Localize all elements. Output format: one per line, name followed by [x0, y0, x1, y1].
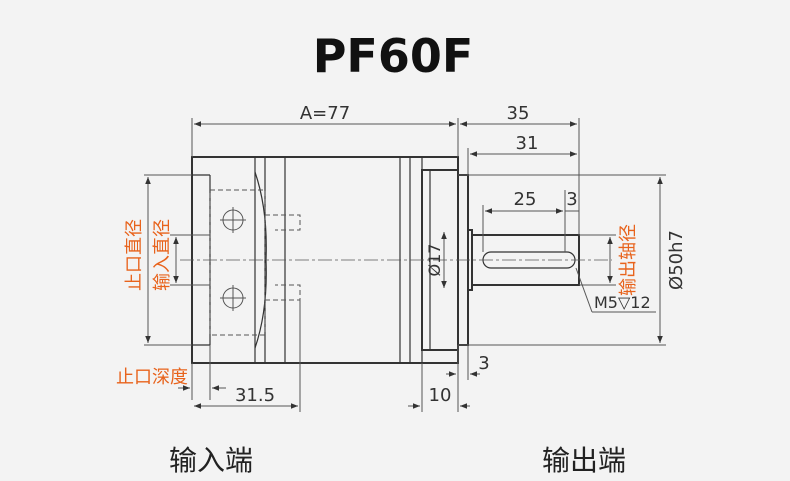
label-output-shaft-diameter: 输出轴径 — [618, 224, 639, 296]
dim-shaft-total: 35 — [507, 103, 530, 124]
label-input-diameter: 输入直径 — [152, 219, 173, 291]
label-spigot-depth: 止口深度 — [116, 367, 188, 388]
caption-input-end: 输入端 — [169, 444, 253, 477]
dim-shaft-length: 31 — [516, 133, 539, 154]
dim-pilot-dia: Ø17 — [425, 244, 444, 277]
dim-input-length: 31.5 — [235, 385, 275, 406]
dim-flange-thickness: 3 — [478, 353, 489, 374]
dim-output-flange-dia: Ø50h7 — [666, 230, 687, 290]
dim-flange-width: 10 — [429, 385, 452, 406]
dim-thread: M5▽12 — [594, 293, 651, 312]
dim-key-offset: 3 — [566, 189, 577, 210]
page-title: PF60F — [313, 29, 474, 83]
dim-key-length: 25 — [514, 189, 537, 210]
label-spigot-diameter: 止口直径 — [124, 219, 145, 291]
caption-output-end: 输出端 — [542, 444, 626, 477]
dim-a-length: A=77 — [300, 103, 350, 124]
input-bore-hidden — [209, 189, 301, 336]
